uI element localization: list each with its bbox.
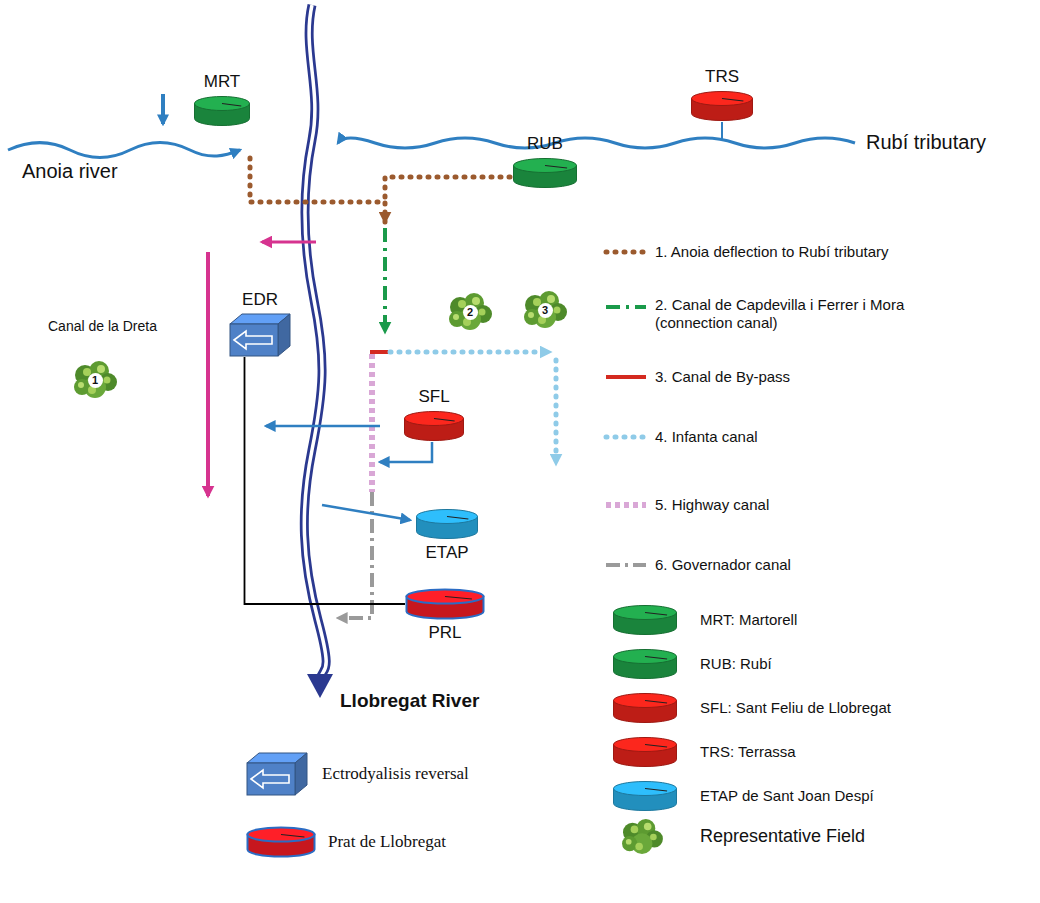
cylinder-symbol <box>403 410 465 442</box>
legend-text: Prat de Llobregat <box>328 832 446 852</box>
legend-item: Ectrodyalisis reversal <box>246 752 469 796</box>
legend-swatch <box>612 604 678 636</box>
legend-item: 2. Canal de Capdevilla i Ferrer i Mora (… <box>655 296 975 332</box>
river-name: Anoia river <box>22 160 118 183</box>
legend-text: 3. Canal de By-pass <box>655 368 790 386</box>
station-label: PRL <box>426 620 463 643</box>
station-cylinder: ETAP <box>415 508 479 563</box>
legend-item: SFL: Sant Feliu de Llobregat <box>612 692 891 724</box>
station-label: TRS <box>703 67 741 90</box>
cylinder-symbol <box>415 508 479 540</box>
cylinder-symbol <box>405 588 485 620</box>
legend-text: MRT: Martorell <box>700 611 797 629</box>
legend-item: 6. Governador canal <box>655 556 791 574</box>
river-name: Rubí tributary <box>866 131 986 154</box>
legend-text: 6. Governador canal <box>655 556 791 574</box>
field-icon: 2 <box>447 292 493 332</box>
station-cylinder: TRS <box>690 67 754 122</box>
cylinder-symbol <box>512 157 578 189</box>
legend-item: Prat de Llobregat <box>246 826 446 858</box>
legend-text: TRS: Terrassa <box>700 743 796 761</box>
legend-swatch <box>612 736 678 768</box>
station-cylinder: RUB <box>512 134 578 189</box>
legend-text: Ectrodyalisis reversal <box>322 764 469 784</box>
legend-text: RUB: Rubí <box>700 655 772 673</box>
bush-icon <box>72 360 118 400</box>
bush-icon <box>522 290 568 330</box>
station-label: ETAP <box>423 540 470 563</box>
legend-text: 2. Canal de Capdevilla i Ferrer i Mora (… <box>655 296 975 332</box>
station-cylinder: SFL <box>403 387 465 442</box>
station-cylinder: PRL <box>405 588 485 643</box>
station-label: RUB <box>525 134 565 157</box>
station-cylinder: MRT <box>193 72 251 127</box>
legend-item: 5. Highway canal <box>655 496 769 514</box>
cylinder-symbol <box>690 90 754 122</box>
legend-item: MRT: Martorell <box>612 604 797 636</box>
station-label: MRT <box>202 72 243 95</box>
cylinder-symbol <box>193 95 251 127</box>
legend-text: 5. Highway canal <box>655 496 769 514</box>
legend-text: SFL: Sant Feliu de Llobregat <box>700 699 891 717</box>
field-number: 1 <box>88 373 103 388</box>
edr-box <box>229 313 291 357</box>
station-label: SFL <box>416 387 451 410</box>
river-name: Llobregat River <box>340 690 479 712</box>
connector-line <box>245 357 406 604</box>
bush-icon <box>447 292 493 332</box>
legend-item: Representative Field <box>700 826 865 847</box>
legend-text: Representative Field <box>700 826 865 847</box>
legend-item: 4. Infanta canal <box>655 428 758 446</box>
field-icon: 3 <box>522 290 568 330</box>
legend-swatch <box>612 692 678 724</box>
canal-name: Canal de la Dreta <box>48 318 157 334</box>
legend-item: RUB: Rubí <box>612 648 772 680</box>
field-number: 2 <box>463 305 478 320</box>
field-number: 3 <box>538 303 553 318</box>
station-label: EDR <box>240 290 280 313</box>
legend-swatch <box>612 648 678 680</box>
legend-swatch <box>246 826 316 858</box>
field-icon: 1 <box>72 360 118 400</box>
legend-text: 1. Anoia deflection to Rubí tributary <box>655 243 888 261</box>
legend-item: 3. Canal de By-pass <box>655 368 790 386</box>
legend-swatch <box>612 780 678 812</box>
edr-plant: EDR <box>229 290 291 357</box>
legend-swatch <box>246 752 308 796</box>
legend-item: 1. Anoia deflection to Rubí tributary <box>655 243 888 261</box>
legend-item: ETAP de Sant Joan Despí <box>612 780 874 812</box>
legend-text: 4. Infanta canal <box>655 428 758 446</box>
legend-item: TRS: Terrassa <box>612 736 796 768</box>
legend-text: ETAP de Sant Joan Despí <box>700 787 874 805</box>
